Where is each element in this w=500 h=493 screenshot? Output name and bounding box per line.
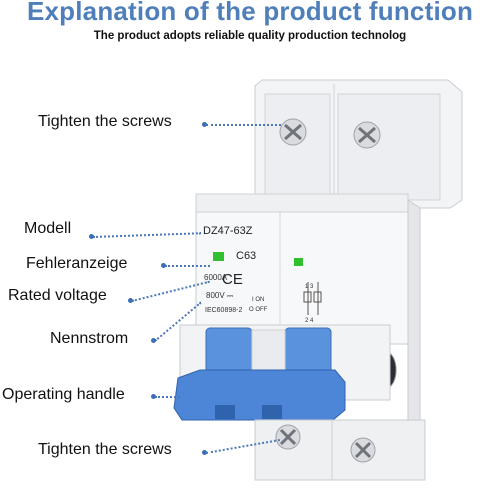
device-current-text: C63 [236, 250, 256, 262]
callout-tighten-screws-bottom: Tighten the screws [38, 441, 172, 458]
voltage-text: 800V ⎓ [206, 291, 234, 300]
leader-tighten-top [206, 124, 281, 126]
leader-dot-rated-voltage [128, 298, 133, 303]
ce-mark: CE [222, 271, 243, 288]
leader-dot-operating-handle [151, 394, 156, 399]
operating-handle [173, 369, 346, 421]
callout-operating-handle: Operating handle [2, 386, 125, 403]
top-screw-right [353, 121, 381, 149]
leader-fehleranzeige [165, 265, 210, 267]
leader-dot-fehleranzeige [161, 263, 166, 268]
leader-dot-tighten-bottom [202, 450, 207, 455]
standard-text: IEC60898-2 [205, 307, 242, 314]
breaking-capacity-text: 6000A [204, 273, 228, 282]
fault-indicator-right [294, 258, 303, 266]
terminal-top-text: 1 3 [305, 284, 314, 290]
switch-off-text: O OFF [249, 307, 268, 313]
top-screw-left [279, 118, 307, 146]
leader-operating-handle [155, 396, 180, 398]
leader-dot-modell [89, 234, 94, 239]
bottom-screw-right [350, 437, 376, 463]
callout-rated-voltage: Rated voltage [8, 287, 107, 304]
page-subtitle: The product adopts reliable quality prod… [93, 30, 407, 42]
callout-tighten-screws-top: Tighten the screws [38, 113, 172, 130]
leader-dot-nennstrom [151, 338, 156, 343]
leader-dot-tighten-top [202, 122, 207, 127]
callout-fehleranzeige: Fehleranzeige [26, 255, 128, 272]
switch-on-text: I ON [252, 297, 264, 303]
page-title: Explanation of the product function [26, 0, 474, 26]
callout-modell: Modell [24, 220, 72, 237]
callout-nennstrom: Nennstrom [50, 330, 129, 347]
bottom-screw-left [275, 424, 301, 450]
fault-indicator-left [213, 252, 224, 261]
terminal-bottom-text: 2 4 [305, 318, 314, 324]
device-model-text: DZ47-63Z [203, 225, 253, 237]
